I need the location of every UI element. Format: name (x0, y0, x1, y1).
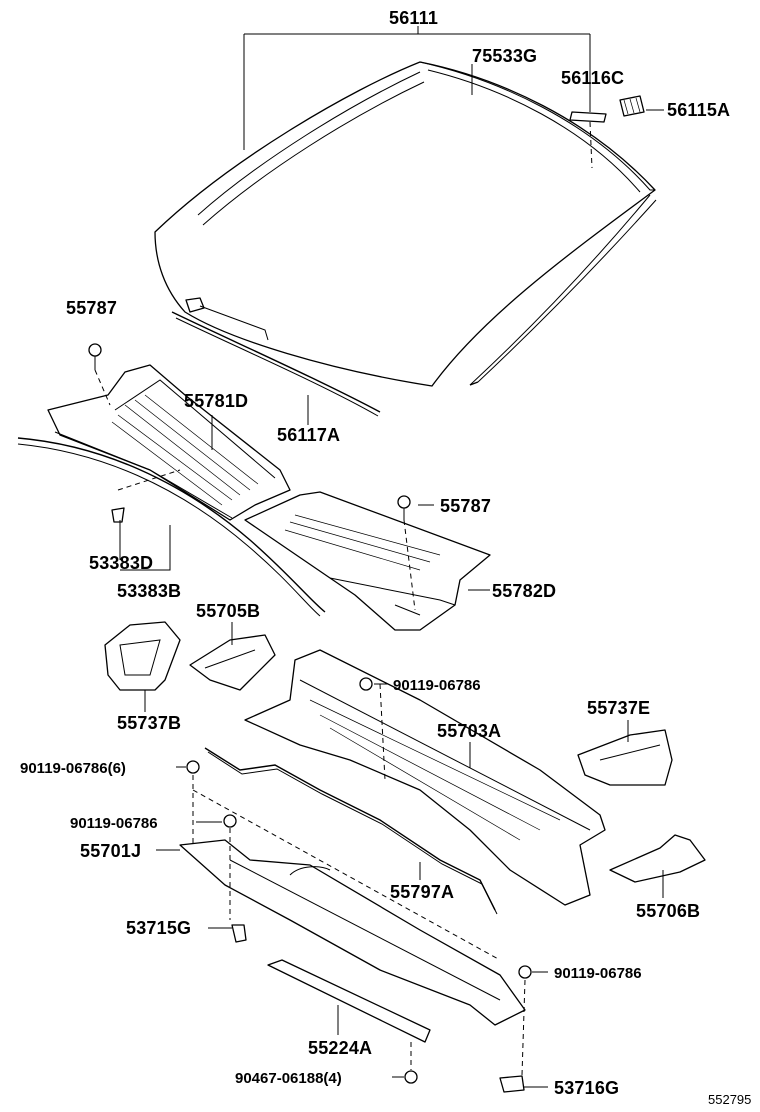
dashed-guides (94, 121, 593, 1076)
label-55703a: 55703A (437, 721, 501, 741)
clip-53715g (231, 924, 247, 943)
label-55705b: 55705B (196, 601, 260, 621)
label-56115a: 56115A (667, 100, 730, 120)
label-55737b: 55737B (117, 713, 181, 733)
label-55781d: 55781D (184, 391, 248, 411)
bracket-55705b (189, 634, 276, 691)
label-53383d: 53383D (89, 553, 153, 573)
label-53383b: 53383B (117, 581, 181, 601)
leader-lines (119, 26, 664, 1088)
label-90119-c: 90119-06786 (70, 815, 158, 832)
cowl-seal-strip (17, 437, 326, 617)
bolt-90119-c (223, 814, 237, 828)
seal-55737b (104, 621, 181, 691)
label-90119-b: 90119-06786(6) (20, 760, 126, 777)
label-55701j: 55701J (80, 841, 141, 861)
bolt-90119-d (518, 965, 532, 979)
bolt-55787-left (88, 343, 102, 370)
label-53716g: 53716G (554, 1078, 619, 1098)
label-90119-d: 90119-06786 (554, 965, 642, 982)
bracket-55706b (609, 834, 706, 883)
diagram-id: 552795 (708, 1092, 751, 1107)
cowl-brace-55701j (179, 839, 526, 1026)
label-55797a: 55797A (390, 882, 454, 902)
bolt-90119-b (186, 760, 200, 774)
label-55787-left: 55787 (66, 298, 117, 318)
label-90467: 90467-06188(4) (235, 1070, 342, 1087)
windshield-glass (154, 61, 657, 387)
label-55787-right: 55787 (440, 496, 491, 516)
label-56111: 56111 (389, 8, 438, 28)
label-55224a: 55224A (308, 1038, 372, 1058)
bolt-90119-a (359, 677, 373, 691)
cowl-panel-55703a (244, 649, 606, 906)
label-56117a: 56117A (277, 425, 340, 445)
sensor-cover (569, 111, 607, 123)
moulding-strip (171, 297, 381, 417)
sensor-bracket (619, 95, 645, 117)
bolt-55787-right (397, 495, 411, 520)
clip-53716g (499, 1075, 525, 1093)
clip-53383d (111, 507, 125, 523)
bolt-90467 (404, 1070, 418, 1084)
seal-55224a (267, 959, 431, 1043)
part-labels: 56111 75533G 56116C 56115A 55787 55781D … (20, 8, 751, 1107)
label-56116c: 56116C (561, 68, 624, 88)
seal-55737e (577, 729, 673, 786)
label-75533g: 75533G (472, 46, 537, 66)
label-55706b: 55706B (636, 901, 700, 921)
label-55782d: 55782D (492, 581, 556, 601)
cowl-louver-right (244, 491, 491, 631)
cowl-wire-55797a (204, 747, 498, 915)
label-53715g: 53715G (126, 918, 191, 938)
cowl-louver-left (47, 364, 291, 521)
label-90119-a: 90119-06786 (393, 677, 481, 694)
label-55737e: 55737E (587, 698, 650, 718)
